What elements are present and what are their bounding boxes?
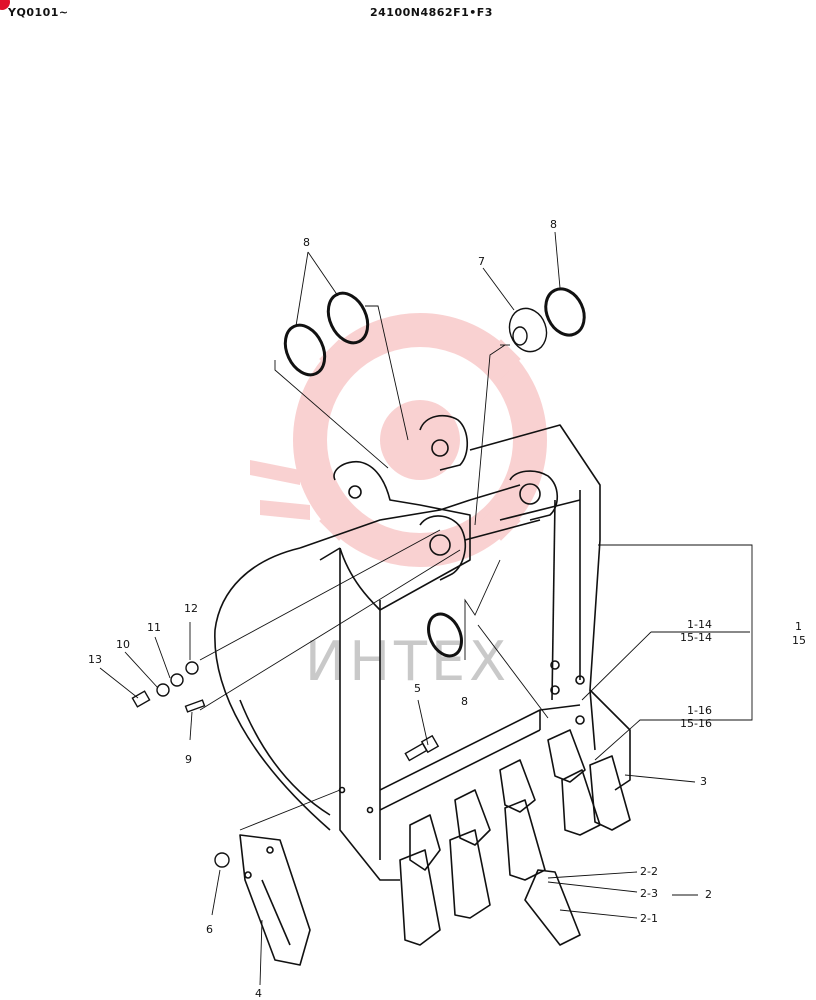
callout-labels: 8 8 8 7 1-14 15-14 1 15 1-16 15-16 3 5 1… xyxy=(88,218,806,1000)
callout-5: 5 xyxy=(414,682,421,695)
callout-15-14: 15-14 xyxy=(680,631,712,644)
callout-2-2: 2-2 xyxy=(640,865,658,878)
callout-1: 1 xyxy=(795,620,802,633)
callout-11: 11 xyxy=(147,621,161,634)
gear-logo-icon xyxy=(250,313,547,567)
callout-7: 7 xyxy=(478,255,485,268)
leader-lines xyxy=(99,231,753,986)
bucket-body xyxy=(214,414,631,966)
callout-4: 4 xyxy=(255,987,262,1000)
callout-2: 2 xyxy=(705,888,712,901)
watermark-brand-text: ИНТЕХ xyxy=(305,630,510,693)
callout-15-16: 15-16 xyxy=(680,717,712,730)
callout-2-3: 2-3 xyxy=(640,887,658,900)
callout-1-14: 1-14 xyxy=(687,618,712,631)
callout-8-bottom: 8 xyxy=(461,695,468,708)
callout-6: 6 xyxy=(206,923,213,936)
callout-1-16: 1-16 xyxy=(687,704,712,717)
callout-2-1: 2-1 xyxy=(640,912,658,925)
callout-12: 12 xyxy=(184,602,198,615)
callout-15: 15 xyxy=(792,634,806,647)
callout-8-left: 8 xyxy=(303,236,310,249)
callout-10: 10 xyxy=(116,638,130,651)
callout-3: 3 xyxy=(700,775,707,788)
serial-range-label: YQ0101~ xyxy=(8,6,69,19)
callout-8-right: 8 xyxy=(550,218,557,231)
hardware-parts xyxy=(131,287,586,868)
callout-13: 13 xyxy=(88,653,102,666)
drawing-number-label: 24100N4862F1•F3 xyxy=(370,6,493,19)
callout-9: 9 xyxy=(185,753,192,766)
red-dot-icon xyxy=(0,0,10,10)
